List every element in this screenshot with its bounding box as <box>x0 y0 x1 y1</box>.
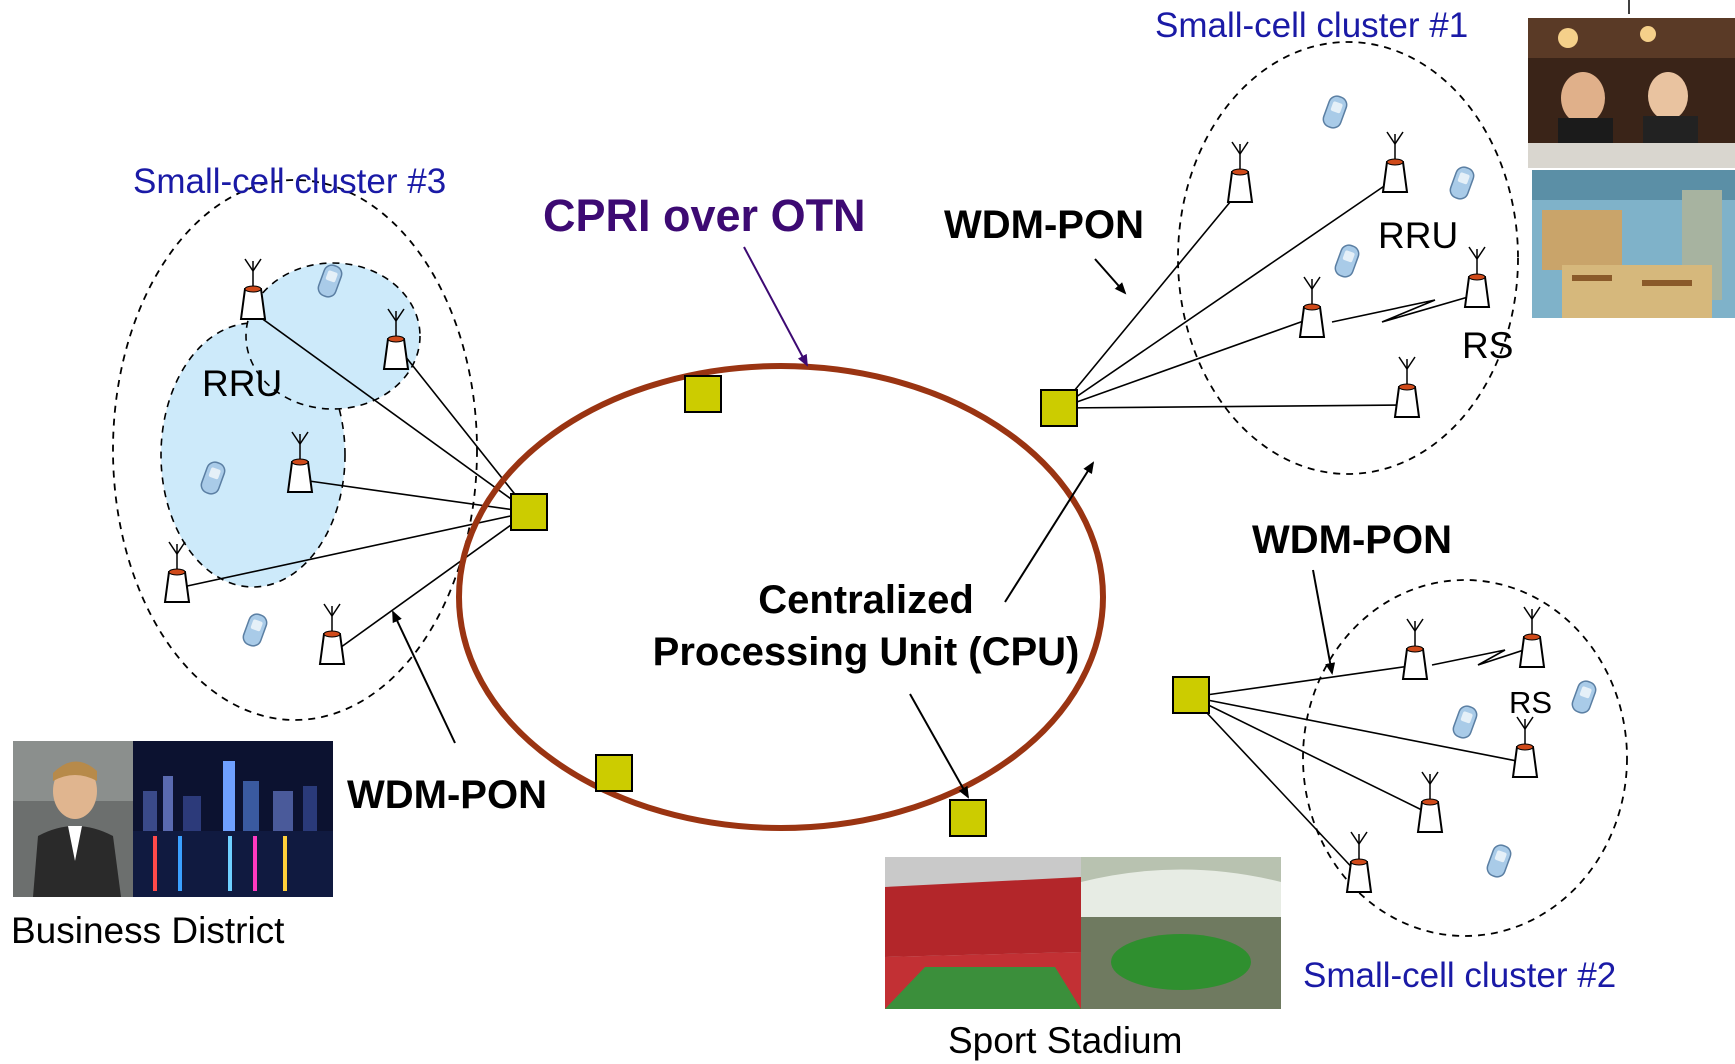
cluster-2 <box>1191 579 1628 937</box>
stadium-red-photo <box>885 857 1081 1009</box>
phone-icon <box>1450 703 1480 741</box>
rru-label-right: RRU <box>1378 215 1459 256</box>
rru-label-left: RRU <box>202 363 283 404</box>
rru-icon <box>1519 606 1545 668</box>
phone-icon <box>1569 678 1599 716</box>
ring-node <box>595 754 633 792</box>
rru-icon <box>1299 276 1325 338</box>
cluster-1-title: Small-cell cluster #1 <box>1155 6 1469 45</box>
rru-icon <box>1464 246 1490 308</box>
phone-icon <box>1484 842 1514 880</box>
wdm-pon-label-top: WDM-PON <box>944 203 1144 247</box>
cluster-3 <box>112 179 530 721</box>
sport-stadium-caption: Sport Stadium <box>948 1020 1183 1061</box>
rru-icon <box>1417 771 1443 833</box>
phone-icon <box>240 611 270 649</box>
ring-node <box>510 493 548 531</box>
rru-icon <box>319 603 345 665</box>
rru-icon <box>240 258 266 320</box>
rru-icon <box>1402 618 1428 680</box>
cluster-3-title: Small-cell cluster #3 <box>133 162 447 201</box>
city-night-photo <box>133 741 333 897</box>
cpu-label-line2: Processing Unit (CPU) <box>652 630 1080 674</box>
ring-nodes <box>510 375 1210 837</box>
phone-icon <box>1447 164 1477 202</box>
cpu-label-line1: Centralized <box>758 578 974 622</box>
cluster-2-title: Small-cell cluster #2 <box>1303 956 1617 995</box>
cpri-over-otn-label: CPRI over OTN <box>543 190 866 241</box>
ring-node <box>949 799 987 837</box>
rru-icon <box>1394 356 1420 418</box>
rru-icon <box>164 541 190 603</box>
cluster-1 <box>1059 41 1519 475</box>
wdm-pon-label-right: WDM-PON <box>1252 518 1452 562</box>
rs-label-bottom: RS <box>1509 685 1553 720</box>
rru-icon <box>1346 831 1372 893</box>
rs-label-top: RS <box>1462 325 1514 366</box>
phone-icon <box>1320 93 1350 131</box>
ring-node <box>1172 676 1210 714</box>
restaurant-photo <box>1528 18 1735 168</box>
wdm-pon-label-left: WDM-PON <box>347 773 547 817</box>
phone-icon <box>1332 242 1362 280</box>
rru-icon <box>1512 716 1538 778</box>
ring-node <box>684 375 722 413</box>
cafe-photo <box>1532 170 1735 318</box>
business-district-caption: Business District <box>11 910 285 951</box>
stadium-green-photo <box>1081 857 1281 1009</box>
annotation-arrows <box>392 246 1336 799</box>
ring-node <box>1040 389 1078 427</box>
business-person-photo <box>13 741 133 897</box>
rru-icon <box>1227 141 1253 203</box>
rru-icon <box>1382 131 1408 193</box>
otn-ring <box>456 363 1106 831</box>
